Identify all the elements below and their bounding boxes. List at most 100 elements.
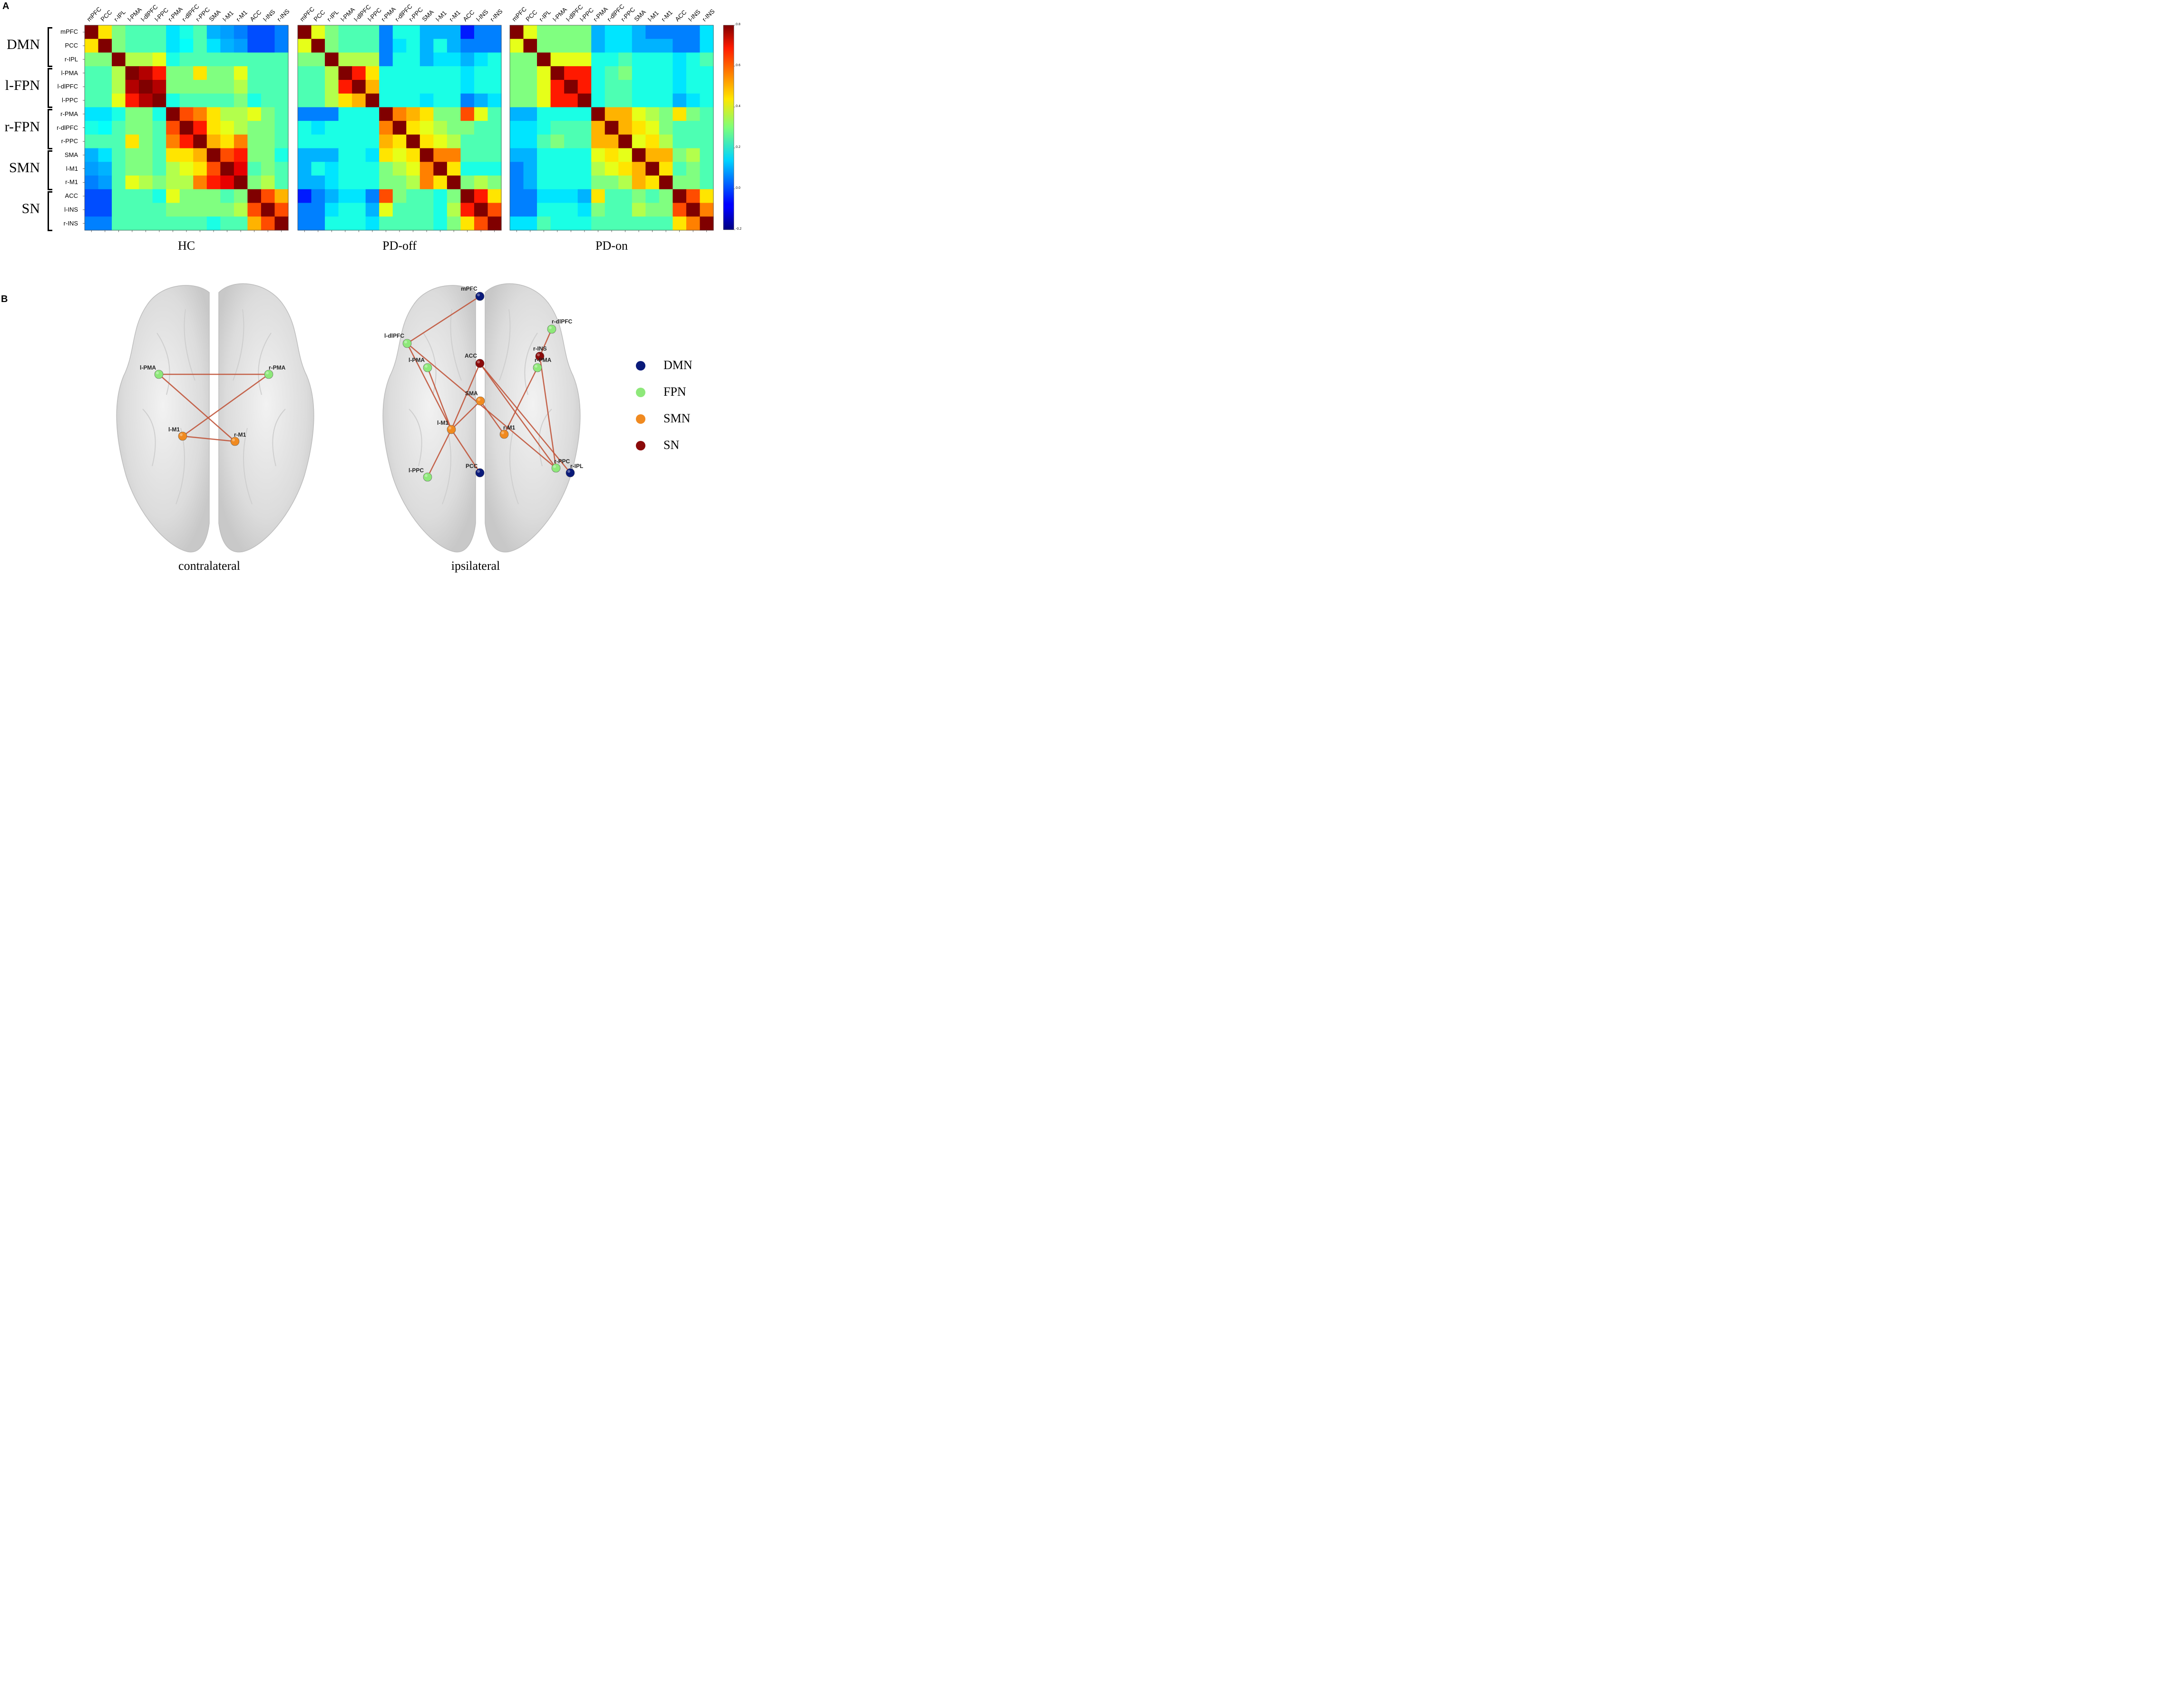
heatmap-cell: [125, 203, 139, 217]
heatmap-cell: [365, 134, 380, 149]
heatmap-cell: [604, 162, 619, 176]
heatmap-cell: [85, 121, 99, 135]
heatmap-cell: [261, 107, 275, 121]
heatmap-cell: [311, 134, 325, 149]
heatmap-cell: [166, 216, 180, 231]
heatmap-cell: [406, 66, 420, 80]
heatmap-cell: [125, 66, 139, 80]
heatmap-cell: [537, 39, 551, 53]
heatmap-cell: [274, 107, 289, 121]
legend-label: SN: [663, 438, 680, 452]
heatmap-cell: [550, 216, 565, 231]
heatmap-cell: [152, 107, 166, 121]
heatmap-cell: [523, 203, 537, 217]
legend-marker: [636, 441, 645, 450]
heatmap-cell: [298, 162, 312, 176]
heatmap-cell: [325, 66, 339, 80]
heatmap-cell: [632, 162, 646, 176]
heatmap-cell: [591, 203, 605, 217]
heatmap-cell: [673, 25, 687, 39]
node-l-PMA: [154, 370, 164, 379]
heatmap-cell: [152, 216, 166, 231]
node-SMA: [476, 396, 485, 406]
heatmap-cell: [298, 189, 312, 204]
heatmap-cell: [447, 107, 461, 121]
group-label: r-FPN: [4, 118, 40, 135]
heatmap-cell: [618, 203, 633, 217]
node-highlight: [477, 361, 480, 363]
heatmap-cell: [338, 25, 352, 39]
heatmap-cell: [139, 39, 153, 53]
heatmap-cell: [325, 148, 339, 162]
group-label: l-FPN: [5, 78, 40, 94]
heatmap-cell: [537, 52, 551, 67]
heatmap-cell: [523, 93, 537, 107]
heatmap-cell: [274, 52, 289, 67]
heatmap-cell: [406, 25, 420, 39]
heatmap-cell: [206, 216, 221, 231]
heatmap-cell: [604, 176, 619, 190]
heatmap-cell: [686, 25, 701, 39]
heatmap-cell: [659, 189, 673, 204]
heatmap-cell: [298, 66, 312, 80]
heatmap-cell: [139, 107, 153, 121]
legend-marker: [636, 388, 645, 397]
heatmap-2: [509, 25, 714, 232]
heatmap-cell: [112, 189, 126, 204]
heatmap-cell: [564, 134, 578, 149]
heatmap-cell: [447, 189, 461, 204]
group-bracket: [48, 109, 52, 149]
heatmap-cell: [338, 121, 352, 135]
heatmap-cell: [487, 121, 502, 135]
heatmap-cell: [220, 39, 234, 53]
heatmap-cell: [379, 189, 393, 204]
heatmap-cell: [523, 189, 537, 204]
heatmap-cell: [419, 93, 434, 107]
heatmap-cell: [193, 107, 207, 121]
brain-outline: [382, 283, 581, 553]
heatmap-cell: [406, 79, 420, 94]
heatmap-cell: [112, 148, 126, 162]
node-label: r-PPC: [554, 458, 570, 465]
heatmap-cell: [311, 189, 325, 204]
heatmap-cell: [700, 39, 714, 53]
heatmap-cell: [166, 66, 180, 80]
heatmap-cell: [325, 121, 339, 135]
heatmap-cell: [179, 39, 194, 53]
heatmap-cell: [577, 189, 592, 204]
heatmap-cell: [379, 176, 393, 190]
heatmap-cell: [298, 39, 312, 53]
heatmap-cell: [487, 52, 502, 67]
heatmap-cell: [392, 148, 407, 162]
heatmap-cell: [352, 189, 366, 204]
heatmap-cell: [311, 39, 325, 53]
heatmap-cell: [433, 52, 448, 67]
heatmap-cell: [139, 25, 153, 39]
legend-label: DMN: [663, 358, 692, 372]
heatmap-cell: [125, 107, 139, 121]
group-label: SMN: [9, 159, 40, 176]
connection-edge: [539, 356, 557, 468]
heatmap-cell: [564, 25, 578, 39]
heatmap-cell: [125, 176, 139, 190]
heatmap-cell: [379, 66, 393, 80]
row-label: r-INS: [63, 219, 78, 227]
heatmap-cell: [550, 176, 565, 190]
heatmap-cell: [577, 121, 592, 135]
heatmap-cell: [700, 121, 714, 135]
heatmap-cell: [550, 134, 565, 149]
heatmap-cell: [311, 216, 325, 231]
heatmap-cell: [659, 107, 673, 121]
node-label: l-PMA: [140, 364, 156, 371]
heatmap-cell: [261, 189, 275, 204]
heatmap-cell: [311, 66, 325, 80]
heatmap-cell: [166, 79, 180, 94]
row-label: mPFC: [60, 28, 78, 36]
heatmap-cell: [247, 93, 262, 107]
heatmap-cell: [406, 162, 420, 176]
heatmap-cell: [179, 134, 194, 149]
row-label: PCC: [65, 42, 78, 49]
heatmap-cell: [392, 189, 407, 204]
heatmap-cell: [365, 121, 380, 135]
